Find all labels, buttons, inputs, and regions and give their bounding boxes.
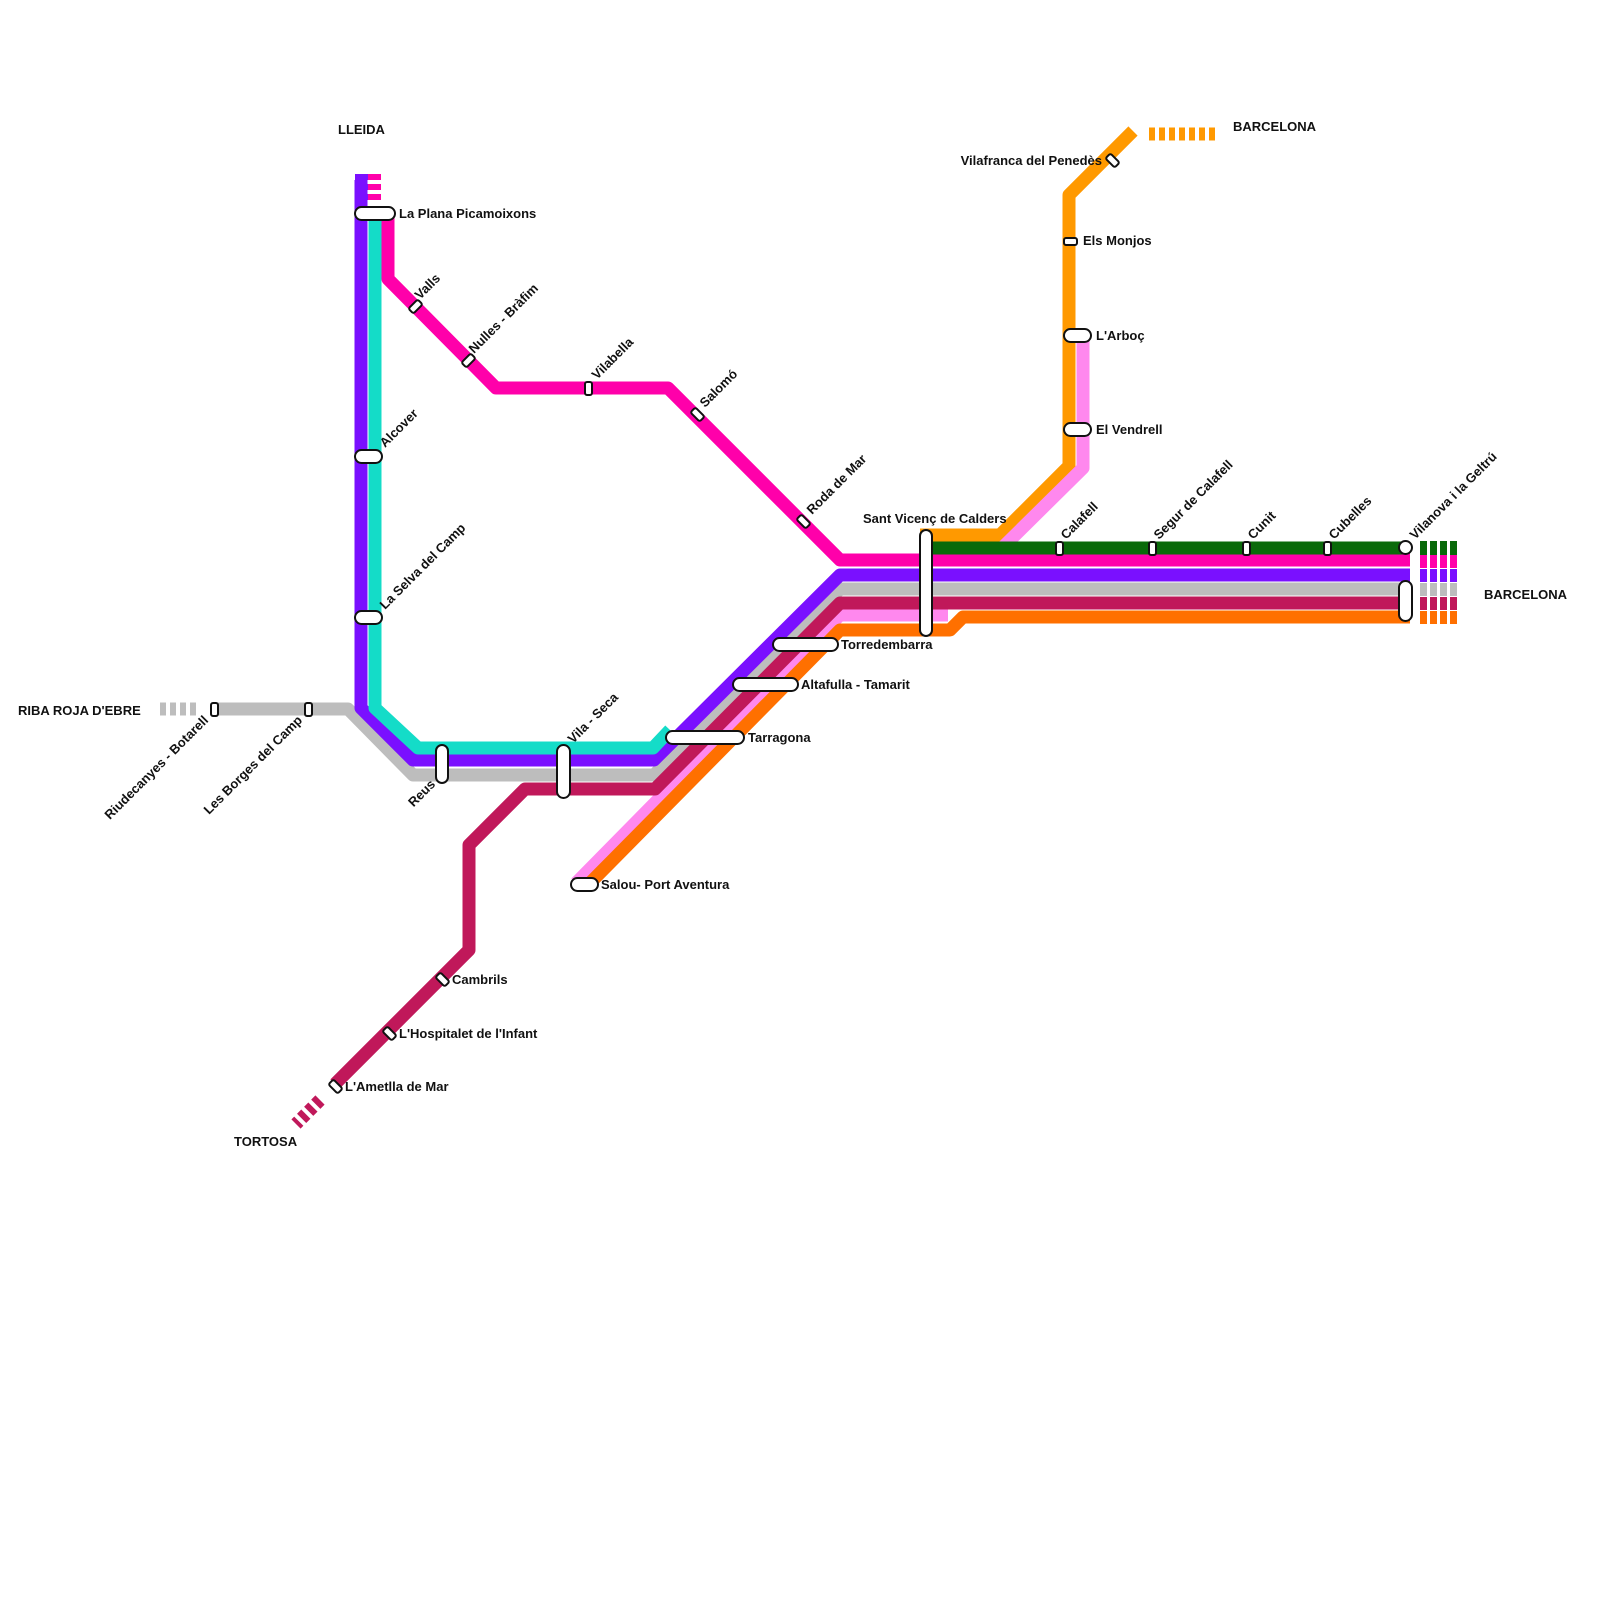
station-marker-reus[interactable] (435, 744, 449, 784)
station-label-hospitalet: L'Hospitalet de l'Infant (399, 1026, 538, 1041)
station-label-torredembarra: Torredembarra (841, 637, 933, 652)
station-label-vilafranca: Vilafranca del Penedès (961, 153, 1102, 168)
station-marker-la-selva[interactable] (354, 610, 383, 625)
station-label-el-vendrell: El Vendrell (1096, 422, 1162, 437)
terminal-label-riba-roja: RIBA ROJA D'EBRE (18, 703, 141, 718)
station-marker-roda[interactable] (796, 514, 811, 529)
station-label-riudecanyes: Riudecanyes - Botarell (101, 713, 211, 823)
station-marker-la-plana[interactable] (354, 206, 396, 221)
station-marker-alcover[interactable] (354, 449, 383, 464)
line-magenta (381, 213, 1410, 567)
station-marker-vilanova-b[interactable] (1398, 580, 1413, 622)
station-marker-salou[interactable] (570, 877, 599, 892)
station-marker-sant-vicenc[interactable] (919, 529, 933, 637)
station-marker-ametlla[interactable] (328, 1079, 343, 1094)
station-label-vilanova: Vilanova i la Geltrú (1407, 449, 1500, 542)
station-marker-vilanova[interactable] (1398, 540, 1413, 555)
station-marker-tarragona[interactable] (665, 730, 745, 745)
station-label-segur: Segur de Calafell (1151, 457, 1236, 542)
station-label-sant-vicenc: Sant Vicenç de Calders (863, 511, 1007, 526)
station-marker-larboc[interactable] (1063, 328, 1092, 343)
barcelona-east-continuation (1420, 541, 1457, 624)
station-label-cambrils: Cambrils (452, 972, 508, 987)
line-amber (920, 126, 1138, 542)
station-label-salou: Salou- Port Aventura (601, 877, 730, 892)
station-marker-salomo[interactable] (690, 407, 705, 422)
station-label-salomo: Salomó (697, 366, 741, 410)
line-violet (354, 180, 1410, 767)
station-label-larboc: L'Arboç (1096, 328, 1145, 343)
station-marker-els-monjos[interactable] (1063, 237, 1078, 246)
terminal-label-barcelona-top: BARCELONA (1233, 119, 1317, 134)
station-marker-cubelles[interactable] (1323, 541, 1332, 556)
station-label-els-monjos: Els Monjos (1083, 233, 1152, 248)
station-label-ametlla: L'Ametlla de Mar (345, 1079, 449, 1094)
station-label-les-borges: Les Borges del Camp (201, 712, 306, 817)
line-grey (212, 582, 1410, 782)
station-marker-segur[interactable] (1148, 541, 1157, 556)
station-label-vilabella: Vilabella (589, 334, 637, 382)
station-label-la-selva: La Selva del Camp (377, 520, 469, 612)
station-marker-vila-seca[interactable] (556, 744, 571, 799)
line-pink (571, 608, 948, 888)
station-marker-calafell[interactable] (1055, 541, 1064, 556)
line-turquoise (368, 213, 675, 755)
station-marker-vilabella[interactable] (584, 381, 593, 396)
station-marker-el-vendrell[interactable] (1063, 422, 1092, 437)
station-label-roda: Roda de Mar (804, 451, 870, 517)
station-marker-altafulla[interactable] (732, 677, 799, 692)
station-label-calafell: Calafell (1058, 499, 1101, 542)
station-label-altafulla: Altafulla - Tamarit (801, 677, 911, 692)
terminal-label-tortosa: TORTOSA (234, 1134, 298, 1149)
station-label-tarragona: Tarragona (748, 730, 811, 745)
station-label-vila-seca: Vila - Seca (565, 689, 622, 746)
station-marker-vilafranca[interactable] (1105, 153, 1120, 168)
station-marker-cunit[interactable] (1242, 541, 1251, 556)
line-crimson-tail (291, 1095, 325, 1129)
line-crimson (330, 596, 1410, 1089)
station-marker-nulles[interactable] (461, 353, 476, 368)
station-label-la-plana: La Plana Picamoixons (399, 206, 536, 221)
station-marker-les-borges[interactable] (304, 702, 313, 717)
station-label-cubelles: Cubelles (1326, 493, 1375, 542)
terminal-label-barcelona-right: BARCELONA (1484, 587, 1568, 602)
station-label-nulles: Nulles - Bràfim (466, 281, 541, 356)
station-marker-cambrils[interactable] (435, 972, 450, 987)
station-marker-valls[interactable] (408, 299, 423, 314)
line-orange (585, 610, 1410, 888)
station-label-alcover: Alcover (377, 406, 421, 450)
station-marker-riudecanyes[interactable] (210, 702, 219, 717)
station-marker-torredembarra[interactable] (772, 637, 839, 652)
lleida-continuation (355, 174, 381, 200)
station-marker-hospitalet[interactable] (382, 1026, 397, 1041)
terminal-label-lleida: LLEIDA (338, 122, 386, 137)
station-label-valls: Valls (412, 271, 444, 303)
line-pink-north (995, 335, 1090, 555)
station-label-cunit: Cunit (1245, 508, 1280, 543)
